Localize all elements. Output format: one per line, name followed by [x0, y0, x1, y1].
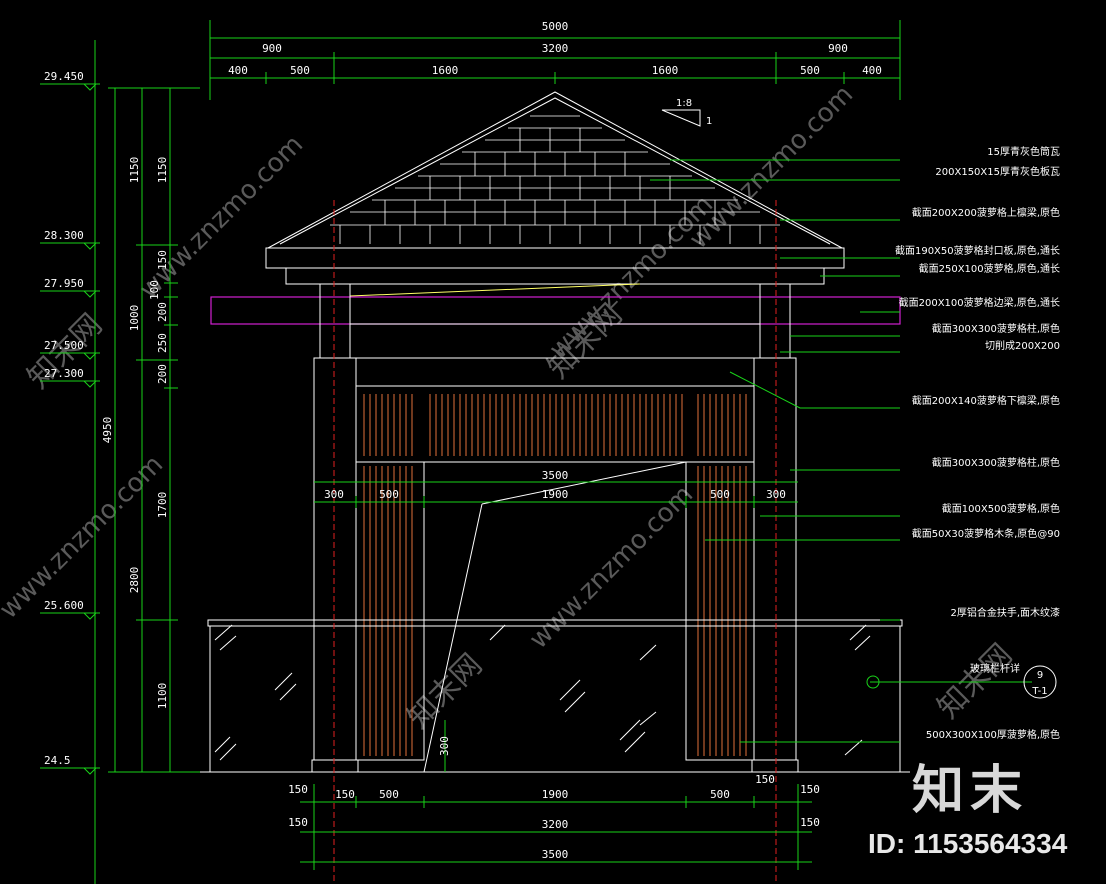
dim-inner-1900: 1900 — [542, 488, 569, 501]
roof-tiles — [330, 115, 780, 244]
roof — [265, 91, 845, 297]
annotation-label: 玻璃栏杆详 — [970, 662, 1020, 675]
dim-b-500: 500 — [710, 788, 730, 801]
drawing-id: ID: 1153564334 — [868, 828, 1068, 859]
watermark-text: www.znzmo.com — [0, 450, 169, 625]
dim-v1000: 1000 — [128, 305, 141, 332]
detail-ref-num: 9 — [1037, 670, 1043, 681]
dim-b-500: 500 — [379, 788, 399, 801]
dim-v200a: 200 — [156, 302, 169, 322]
dim-inner-3500: 3500 — [542, 469, 569, 482]
watermark-text: www.znzmo.com — [524, 480, 699, 655]
watermark-brand: 知末网 — [931, 637, 1019, 725]
dim-v200b: 200 — [156, 364, 169, 384]
dim-total-width: 5000 — [542, 20, 569, 33]
annotation-label: 15厚青灰色筒瓦 — [987, 145, 1060, 158]
dim-v250: 250 — [156, 333, 169, 353]
elevation-label: 27.300 — [44, 367, 84, 380]
slope-top: 1:8 — [676, 98, 692, 109]
dim-b2-150: 150 — [800, 816, 820, 829]
inner-dimensions: 3500 300 500 1900 500 300 300 — [314, 469, 798, 772]
elevation-label: 25.600 — [44, 599, 84, 612]
annotation-label: 2厚铝合金扶手,面木纹漆 — [950, 606, 1060, 619]
dim-v150: 150 — [156, 250, 169, 270]
slope-side: 1 — [706, 116, 712, 127]
dim-b3-3500: 3500 — [542, 848, 569, 861]
annotations: 15厚青灰色筒瓦 200X150X15厚青灰色板瓦 截面200X200菠萝格上檩… — [895, 145, 1060, 741]
dim-b-1900: 1900 — [542, 788, 569, 801]
annotation-label: 截面300X300菠萝格柱,原色 — [932, 456, 1060, 469]
dim-b2-150: 150 — [288, 816, 308, 829]
dim-mid: 3200 — [542, 42, 569, 55]
annotation-label: 切削成200X200 — [985, 339, 1060, 352]
dim-seg-d: 1600 — [652, 64, 679, 77]
annotation-label: 截面200X200菠萝格上檩梁,原色 — [912, 206, 1060, 219]
annotation-label: 截面250X100菠萝格,原色,通长 — [919, 262, 1060, 275]
watermark-text: www.znzmo.com — [684, 80, 859, 255]
elevation-label: 29.450 — [44, 70, 84, 83]
dim-b-150: 150 — [335, 788, 355, 801]
dim-seg-b: 500 — [290, 64, 310, 77]
dim-seg-f: 400 — [862, 64, 882, 77]
dim-v2800: 2800 — [128, 567, 141, 594]
annotation-label: 截面50X30菠萝格木条,原色@90 — [912, 527, 1060, 540]
glass-railing — [200, 619, 910, 773]
detail-reference: 9 T-1 — [866, 665, 1057, 699]
elevation-label: 27.500 — [44, 339, 84, 352]
dim-inner-300h: 300 — [438, 736, 451, 756]
annotation-label: 截面190X50菠萝格封口板,原色,通长 — [895, 244, 1060, 257]
dim-inner-300a: 300 — [324, 488, 344, 501]
dim-v1150a: 1150 — [128, 157, 141, 184]
detail-ref-sheet: T-1 — [1031, 686, 1047, 697]
dim-b-150: 150 — [755, 773, 775, 786]
dim-left-overhang: 900 — [262, 42, 282, 55]
leader-lines — [650, 159, 1032, 743]
dim-right-overhang: 900 — [828, 42, 848, 55]
left-dimensions: 1150 1150 1000 150 100 200 250 200 4950 … — [94, 40, 200, 884]
dim-b-150: 150 — [288, 783, 308, 796]
pavilion-structure — [311, 283, 799, 773]
dim-seg-e: 500 — [800, 64, 820, 77]
dim-v1700: 1700 — [156, 492, 169, 519]
dim-inner-500a: 500 — [379, 488, 399, 501]
dim-b-150: 150 — [800, 783, 820, 796]
dim-inner-500b: 500 — [710, 488, 730, 501]
elevation-label: 28.300 — [44, 229, 84, 242]
dim-v1100: 1100 — [156, 683, 169, 710]
annotation-label: 截面200X100菠萝格边梁,原色,通长 — [899, 296, 1060, 309]
side-beam — [210, 296, 901, 325]
annotation-label: 200X150X15厚青灰色板瓦 — [935, 165, 1060, 178]
bottom-dimensions: 150 150 500 1900 500 150 150 150 3200 15… — [288, 773, 820, 870]
annotation-label: 截面100X500菠萝格,原色 — [942, 502, 1060, 515]
watermark-text: www.znzmo.com — [134, 130, 309, 305]
annotation-label: 500X300X100厚菠萝格,原色 — [926, 728, 1060, 741]
elevation-label: 24.5 — [44, 754, 71, 767]
dim-b2-3200: 3200 — [542, 818, 569, 831]
dim-seg-a: 400 — [228, 64, 248, 77]
dim-seg-c: 1600 — [432, 64, 459, 77]
dim-v100: 100 — [148, 280, 161, 300]
elevation-markers: 29.450 28.300 27.950 27.500 27.300 25.60… — [40, 70, 100, 775]
dim-v1150b: 1150 — [156, 157, 169, 184]
top-dimensions: 5000 900 3200 900 400 500 1600 1600 500 … — [209, 20, 901, 100]
dim-v4950: 4950 — [101, 417, 114, 444]
elevation-label: 27.950 — [44, 277, 84, 290]
slope-symbol: 1:8 1 — [661, 98, 712, 127]
annotation-label: 截面200X140菠萝格下檩梁,原色 — [912, 394, 1060, 407]
brand-logo: 知末 — [912, 761, 1029, 821]
annotation-label: 截面300X300菠萝格柱,原色 — [932, 322, 1060, 335]
dim-inner-300b: 300 — [766, 488, 786, 501]
wood-slats — [363, 394, 747, 756]
